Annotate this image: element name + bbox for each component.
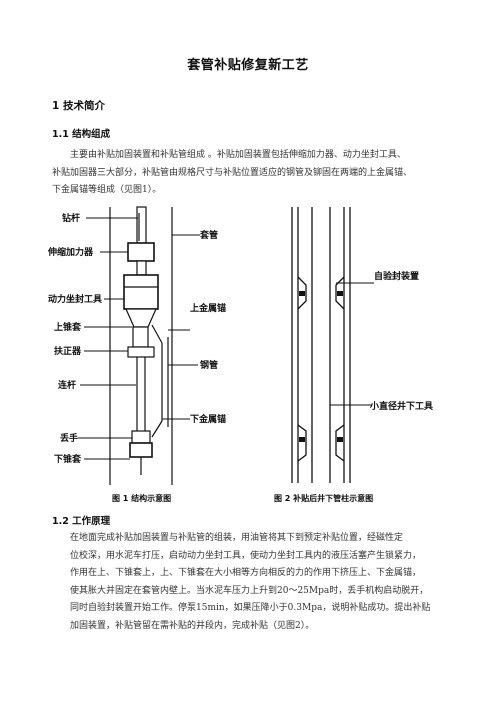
figure-1-structure-diagram: 钻杆 伸缩加力器 动力坐封工具 上锥套 扶正器 连杆 丢手 下锥套 套管 上金属… bbox=[48, 206, 226, 485]
label-telescopic-force: 伸缩加力器 bbox=[48, 246, 94, 258]
document-title: 套管补贴修复新工艺 bbox=[187, 58, 309, 73]
label-upper-metal-anchor: 上金属锚 bbox=[190, 302, 226, 314]
label-connecting-rod: 连杆 bbox=[58, 379, 76, 391]
figure-2-caption: 图 2 补贴后井下管柱示意图 bbox=[274, 494, 374, 503]
paragraph-principle: 在地面完成补贴加固装置与补贴管的组装，用油管将其下到预定补贴位置，经磁性定 位校… bbox=[52, 530, 452, 636]
paragraph-line: 使其胀大并固定在套管内壁上。当水泥车压力上升到20～25Mpa时，丢手机构启动脱… bbox=[70, 585, 429, 596]
label-centralizer: 扶正器 bbox=[54, 345, 82, 357]
paragraph-line: 作用在上、下锥套上，上、下锥套在大小相等方向相反的力的作用下挤压上、下金属锚， bbox=[70, 568, 422, 579]
label-drill-rod: 钻杆 bbox=[62, 212, 80, 224]
paragraph-line: 补贴加固器三大部分，补贴管由规格尺寸与补贴位置适应的钢管及铆固在两端的上金属锚、 bbox=[52, 167, 413, 178]
label-release: 丢手 bbox=[60, 432, 78, 444]
label-small-diameter-tool: 小直径井下工具 bbox=[369, 400, 433, 412]
subsection-heading-structure: 1.1 结构组成 bbox=[52, 129, 111, 140]
paragraph-line: 同时自验封装置开始工作。停泵15min，如果压降小于0.3Mpa，说明补贴成功。… bbox=[70, 603, 431, 614]
paragraph-structure: 主要由补贴加固装置和补贴管组成 。补贴加固装置包括伸缩加力器、动力坐封工具、 补… bbox=[52, 147, 452, 200]
paragraph-line: 主要由补贴加固装置和补贴管组成 。补贴加固装置包括伸缩加力器、动力坐封工具、 bbox=[70, 150, 406, 160]
figure-2-post-repair-diagram: 自验封装置 小直径井下工具 bbox=[291, 207, 433, 483]
label-power-setting-tool: 动力坐封工具 bbox=[48, 293, 102, 305]
label-upper-cone: 上锥套 bbox=[54, 321, 82, 333]
label-casing: 套管 bbox=[200, 229, 218, 241]
subsection-heading-principle: 1.2 工作原理 bbox=[52, 516, 111, 527]
section-heading-intro: 1 技术简介 bbox=[52, 100, 105, 112]
paragraph-line: 位校深，用水泥车打压，启动动力坐封工具，使动力坐封工具内的液压活塞产生锁紧力， bbox=[70, 550, 422, 561]
label-lower-metal-anchor: 下金属锚 bbox=[190, 413, 226, 425]
paragraph-line: 加固装置，补贴管留在需补贴的井段内，完成补贴（见图2）。 bbox=[70, 620, 315, 631]
paragraph-line: 在地面完成补贴加固装置与补贴管的组装，用油管将其下到预定补贴位置，经磁性定 bbox=[70, 533, 404, 543]
label-lower-cone: 下锥套 bbox=[54, 453, 82, 465]
label-self-seal-check: 自验封装置 bbox=[374, 270, 419, 282]
label-steel-pipe: 钢管 bbox=[200, 359, 218, 371]
paragraph-line: 下金属锚等组成（见图1）。 bbox=[52, 185, 162, 196]
figure-1-caption: 图 1 结构示意图 bbox=[112, 494, 172, 503]
